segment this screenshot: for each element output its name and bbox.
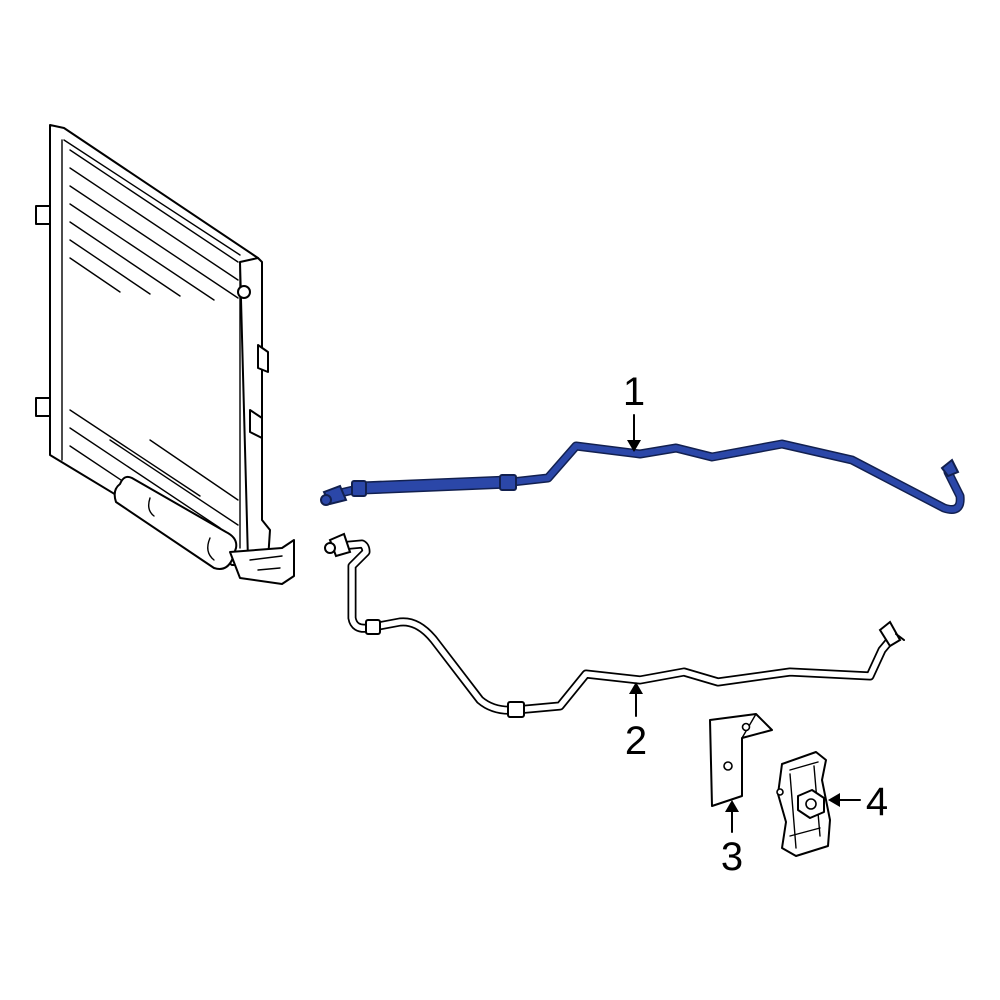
callout-3-arrowhead	[725, 800, 739, 812]
callout-1: 1	[623, 370, 645, 452]
part-4-clamp	[776, 751, 831, 857]
callout-4-arrowhead	[828, 793, 840, 807]
callout-3-label: 3	[721, 835, 743, 879]
callout-1-arrowhead	[627, 440, 641, 452]
callout-4: 4	[828, 780, 888, 824]
callout-2-label: 2	[625, 719, 647, 763]
oil-cooler-radiator	[35, 124, 295, 585]
callout-4-label: 4	[866, 780, 888, 824]
callout-2-arrowhead	[629, 682, 643, 694]
part-2-cooler-line-lower	[324, 532, 905, 718]
part-3-bracket	[709, 713, 773, 807]
callout-3: 3	[721, 800, 743, 879]
part-1-cooler-line-upper	[320, 439, 965, 514]
callout-2: 2	[625, 682, 647, 763]
callout-1-label: 1	[623, 370, 645, 414]
